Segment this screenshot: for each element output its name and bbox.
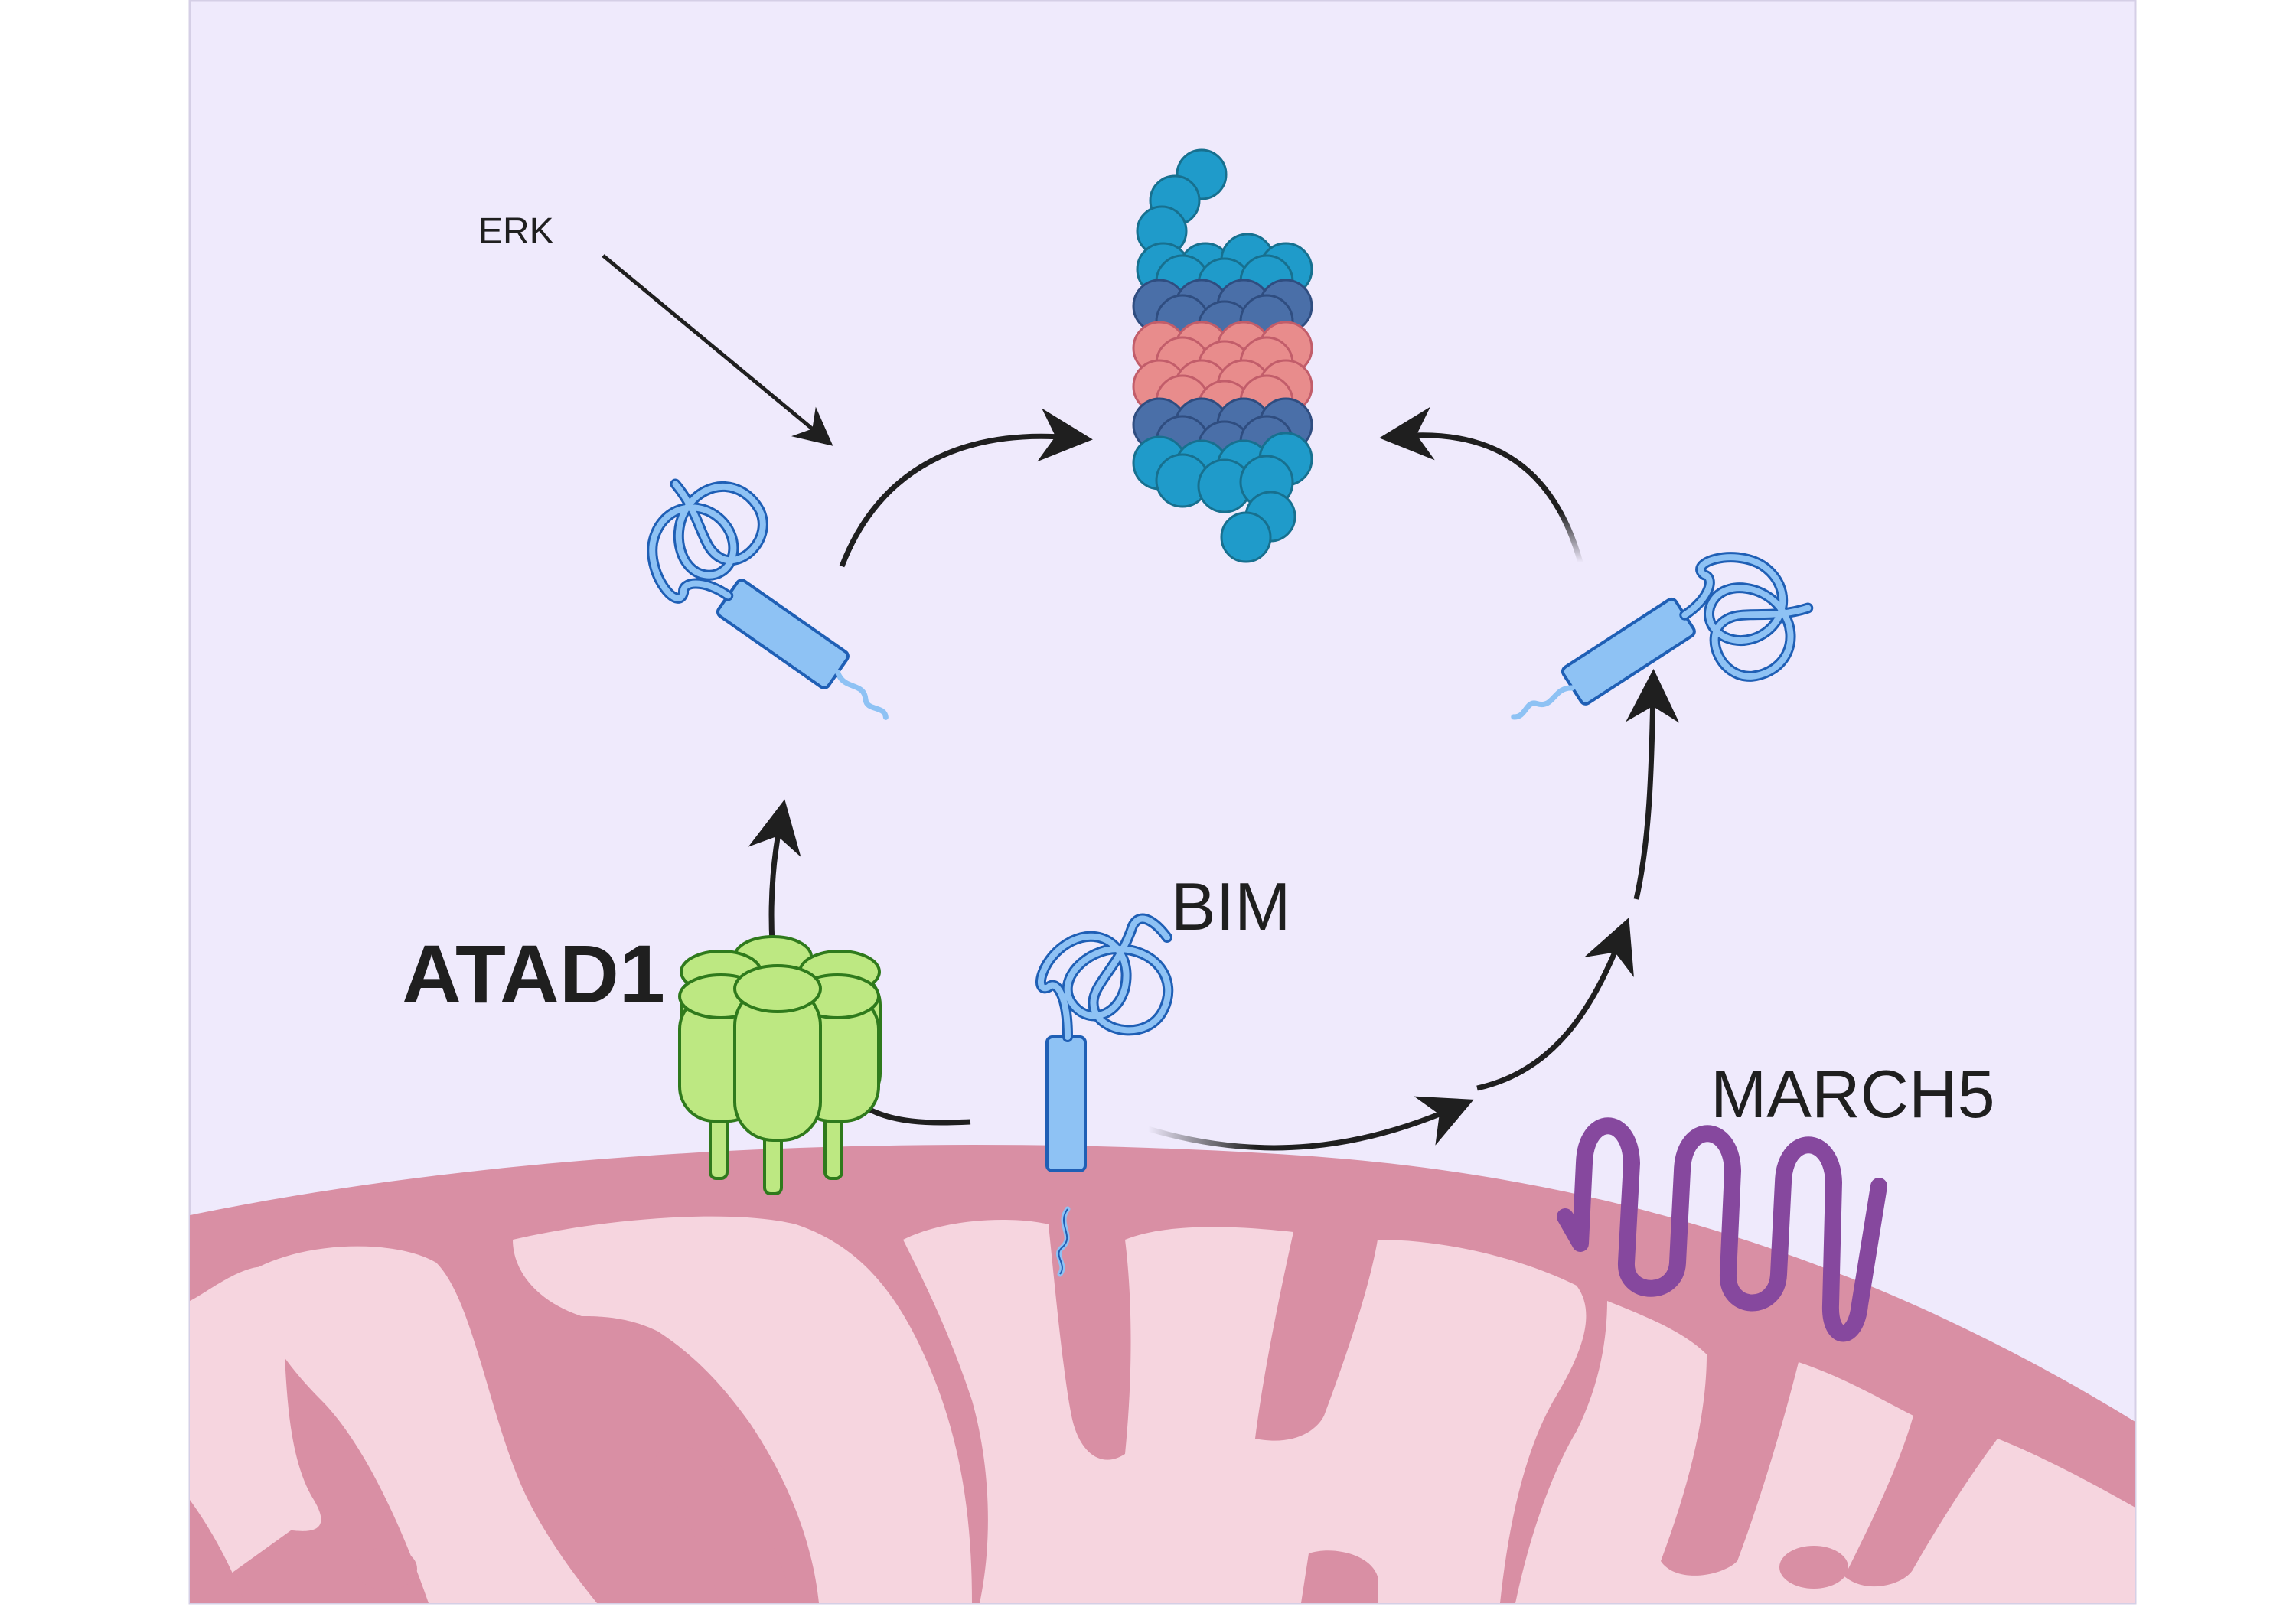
bim-protein-march5-icon — [1511, 552, 1814, 720]
crista-fold — [1301, 1550, 1378, 1603]
crista-fold — [356, 1547, 417, 1590]
crista-fold — [190, 1500, 245, 1603]
crista-region-1 — [253, 1246, 597, 1603]
arrow-bim-to-proteasome-left — [839, 408, 1093, 568]
crista-region-3 — [903, 1220, 1587, 1603]
atad1-hexamer-icon — [678, 935, 882, 1195]
mitochondrion-icon — [190, 1145, 2135, 1603]
erk-arrow — [602, 254, 833, 446]
crista-fold — [654, 1446, 804, 1603]
crista-fold — [1779, 1546, 1848, 1589]
arrow-bim-march5-2 — [1476, 918, 1634, 1091]
bim-label: BIM — [1171, 869, 1290, 944]
arrow-bim-march5-1 — [1146, 1096, 1474, 1151]
crista-region-2 — [513, 1216, 972, 1603]
erk-label: ERK — [478, 211, 554, 252]
crista-region-4 — [1515, 1301, 2135, 1603]
proteasome-icon — [1132, 148, 1313, 563]
march5-transmembrane-icon — [1557, 1117, 1887, 1342]
bim-protein-icon — [1035, 913, 1174, 1277]
bim-protein-extracted-icon — [647, 478, 889, 720]
arrow-bim-march5-3 — [1626, 669, 1680, 900]
march5-label: MARCH5 — [1711, 1056, 1995, 1132]
atad1-label: ATAD1 — [402, 927, 665, 1020]
arrow-bim-to-proteasome-right — [1379, 406, 1583, 563]
matrix — [190, 1266, 321, 1603]
